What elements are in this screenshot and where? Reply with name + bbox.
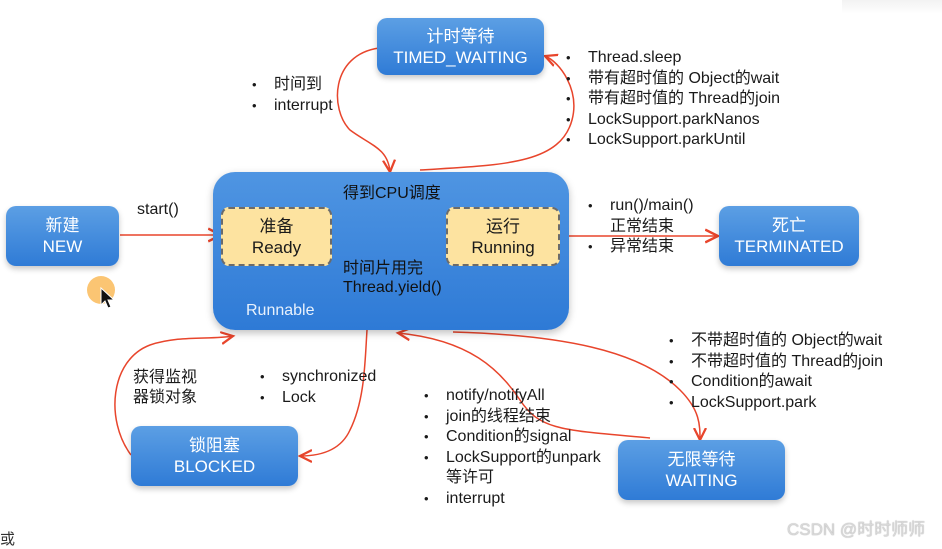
state-running: 运行 Running [446, 207, 560, 266]
runnable-label: Runnable [246, 302, 315, 319]
arrow-runnable-to-blocked [300, 329, 368, 456]
waiting-return-item-cont: 等许可 [446, 469, 495, 486]
waiting-return-item: LockSupport的unpark [422, 448, 601, 469]
state-runnable: 得到CPU调度 准备 Ready 运行 Running 时间片用完 Thread… [213, 172, 569, 330]
timed-return-list: 时间到 interrupt [250, 75, 333, 116]
state-waiting: 无限等待 WAITING [618, 440, 785, 500]
start-label: start() [137, 201, 179, 218]
yield-label-line2: Thread.yield() [343, 279, 442, 296]
state-blocked-zh: 锁阻塞 [189, 436, 240, 455]
timed-return-item: interrupt [250, 96, 333, 117]
blocked-return-line1: 获得监视 [133, 369, 198, 386]
to-terminated-item: 异常结束 [586, 237, 694, 258]
state-terminated: 死亡 TERMINATED [719, 206, 859, 266]
to-timed-waiting-list: Thread.sleep 带有超时值的 Object的wait 带有超时值的 T… [564, 48, 780, 151]
to-timed-waiting-item: LockSupport.parkUntil [564, 130, 780, 151]
state-terminated-en: TERMINATED [734, 237, 844, 256]
to-blocked-list: synchronized Lock [258, 367, 376, 408]
to-timed-waiting-item: LockSupport.parkNanos [564, 110, 780, 131]
state-ready-en: Ready [251, 237, 302, 257]
state-terminated-zh: 死亡 [772, 216, 806, 235]
state-new-zh: 新建 [45, 216, 80, 235]
to-waiting-item: Condition的await [667, 372, 883, 393]
state-waiting-en: WAITING [665, 471, 738, 490]
arrow-blocked-to-runnable [114, 336, 233, 456]
state-timed-waiting: 计时等待 TIMED_WAITING [377, 18, 544, 75]
mouse-pointer-icon [100, 287, 116, 309]
state-running-zh: 运行 [486, 216, 520, 236]
to-timed-waiting-item: Thread.sleep [564, 48, 780, 69]
state-blocked: 锁阻塞 BLOCKED [131, 426, 298, 486]
yield-label-line1: 时间片用完 [343, 260, 424, 277]
to-waiting-item: 不带超时值的 Thread的join [667, 352, 883, 373]
top-shadow [842, 0, 942, 14]
to-terminated-list: run()/main() 正常结束 异常结束 [586, 196, 694, 258]
state-ready: 准备 Ready [221, 207, 332, 266]
to-waiting-item: LockSupport.park [667, 393, 883, 414]
arrow-runnable-to-waiting [452, 331, 700, 440]
state-blocked-en: BLOCKED [173, 457, 256, 476]
watermark: CSDN @时时师师 [787, 520, 926, 539]
state-timed-waiting-en: TIMED_WAITING [393, 47, 528, 67]
waiting-return-item: join的线程结束 [422, 407, 601, 428]
arrow-timed-to-runnable [336, 47, 390, 172]
to-waiting-list: 不带超时值的 Object的wait 不带超时值的 Thread的join Co… [667, 331, 883, 413]
to-timed-waiting-item: 带有超时值的 Thread的join [564, 89, 780, 110]
state-timed-waiting-zh: 计时等待 [426, 26, 495, 46]
to-blocked-item: Lock [258, 388, 376, 409]
waiting-return-list: notify/notifyAll join的线程结束 Condition的sig… [422, 386, 601, 509]
to-timed-waiting-item: 带有超时值的 Object的wait [564, 69, 780, 90]
state-ready-zh: 准备 [259, 216, 294, 236]
waiting-return-item: notify/notifyAll [422, 386, 601, 407]
corner-text: 或 [0, 531, 16, 548]
to-terminated-item-cont: 正常结束 [610, 217, 675, 235]
timed-return-item: 时间到 [250, 75, 333, 96]
waiting-return-item: Condition的signal [422, 427, 601, 448]
to-terminated-item: run()/main() [586, 196, 694, 217]
blocked-return-line2: 器锁对象 [133, 389, 198, 406]
waiting-return-item: interrupt [422, 489, 601, 510]
state-new: 新建 NEW [6, 206, 119, 266]
to-waiting-item: 不带超时值的 Object的wait [667, 331, 883, 352]
to-blocked-item: synchronized [258, 367, 376, 388]
cpu-schedule-label: 得到CPU调度 [343, 185, 441, 202]
state-new-en: NEW [42, 237, 83, 256]
state-running-en: Running [471, 237, 535, 257]
state-waiting-zh: 无限等待 [667, 450, 736, 469]
